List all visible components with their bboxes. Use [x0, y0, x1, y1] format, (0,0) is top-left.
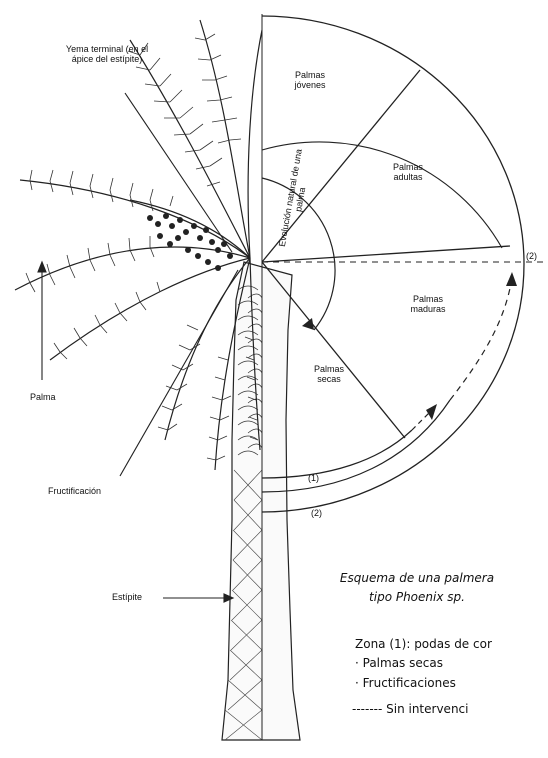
marker-2-right: (2) [526, 251, 537, 261]
arrow-head-lower [426, 404, 437, 420]
pruning-path [262, 278, 512, 492]
caption-line-1: Esquema de una palmera [322, 571, 512, 585]
palmas-adultas-label: Palmas adultas [383, 162, 433, 182]
legend-item-fructificaciones: · Fructificaciones [355, 676, 456, 690]
caption-line-2: tipo Phoenix sp. [322, 590, 512, 604]
marker-1: (1) [308, 473, 319, 483]
arrow-head-upper [506, 272, 517, 286]
yema-terminal-label: Yema terminal (en el ápice del estípite) [62, 44, 152, 64]
fruit-clusters [147, 213, 233, 271]
estipite-label: Estípite [112, 592, 142, 602]
palmas-secas-label: Palmas secas [304, 364, 354, 384]
outer-arc [262, 16, 524, 512]
frond-leaflets [26, 34, 258, 460]
legend-sin-intervencion: ------- Sin intervenci [352, 702, 468, 716]
fructificacion-label: Fructificación [48, 486, 101, 496]
palma-label: Palma [30, 392, 56, 402]
radial-diagram [262, 16, 524, 512]
legend-zona1: Zona (1): podas de cor [355, 637, 492, 651]
palmas-jovenes-label: Palmas jóvenes [285, 70, 335, 90]
marker-2-bottom: (2) [311, 508, 322, 518]
legend-item-palmas-secas: · Palmas secas [355, 656, 443, 670]
palmas-maduras-label: Palmas maduras [398, 294, 458, 314]
